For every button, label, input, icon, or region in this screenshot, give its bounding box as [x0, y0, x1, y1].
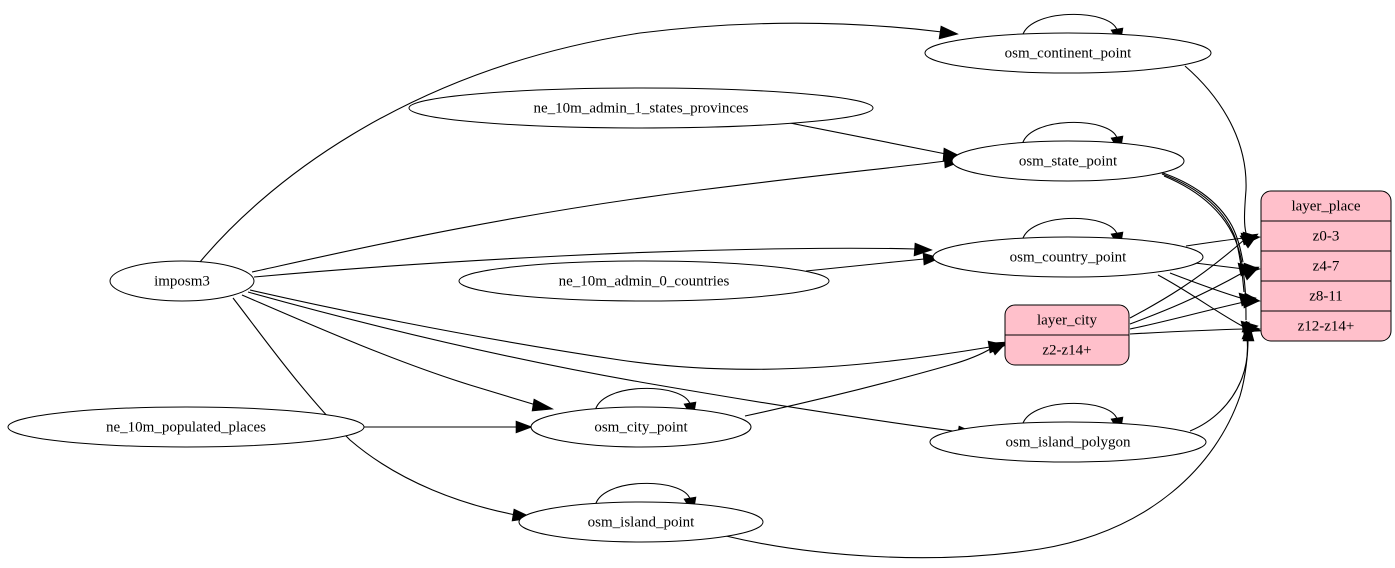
node-label-osm-city-point: osm_city_point: [594, 419, 688, 435]
edge-ne-admin0-to-osm-country-point: [805, 252, 941, 272]
edge-layer-city-to-layer-place-z4-7: [1129, 266, 1260, 325]
layer-place-row-z12-z14[interactable]: z12-z14+: [1298, 318, 1355, 334]
edge-ne-populated-places-to-osm-city-point: [364, 420, 533, 434]
node-imposm3[interactable]: imposm3: [109, 260, 255, 302]
layer-place-row-z0-3[interactable]: z0-3: [1313, 228, 1340, 244]
edge-imposm3-to-osm-city-point: [241, 294, 555, 412]
edge-imposm3-to-osm-continent-point: [199, 22, 959, 263]
node-layer: imposm3 ne_10m_admin_1_states_provinces …: [7, 32, 1212, 543]
node-ne-10m-populated-places[interactable]: ne_10m_populated_places: [7, 406, 365, 448]
edge-osm-island-point-to-layer-place-z12-z14: [725, 321, 1255, 559]
edge-imposm3-to-osm-state-point: [251, 154, 963, 273]
edge-imposm3-to-layer-city: [249, 289, 1007, 370]
edge-osm-island-polygon-to-layer-place-z12-z14: [1189, 321, 1254, 432]
node-osm-state-point[interactable]: osm_state_point: [951, 140, 1185, 182]
layer-city-header: layer_city: [1037, 312, 1097, 328]
edge-osm-state-point-to-layer-place-z8-11: [1161, 173, 1257, 307]
layer-place-row-z8-11[interactable]: z8-11: [1309, 288, 1343, 304]
node-osm-island-polygon[interactable]: osm_island_polygon: [929, 421, 1207, 463]
node-label-osm-island-polygon: osm_island_polygon: [1005, 434, 1131, 450]
node-osm-island-point[interactable]: osm_island_point: [518, 501, 764, 543]
node-osm-country-point[interactable]: osm_country_point: [932, 236, 1204, 278]
layer-place-row-z4-7[interactable]: z4-7: [1313, 258, 1340, 274]
edge-osm-city-point-to-layer-city: [744, 341, 1008, 417]
node-label-ne-populated-places: ne_10m_populated_places: [106, 419, 266, 435]
edge-ne-admin1-to-osm-state-point: [789, 122, 963, 162]
node-osm-continent-point[interactable]: osm_continent_point: [924, 32, 1212, 74]
node-ne-10m-admin-0-countries[interactable]: ne_10m_admin_0_countries: [458, 260, 830, 302]
node-label-osm-state-point: osm_state_point: [1019, 153, 1118, 169]
node-label-osm-continent-point: osm_continent_point: [1005, 45, 1132, 61]
edge-osm-continent-point-to-layer-place-z0-3: [1184, 65, 1259, 246]
layer-node-layer-city[interactable]: layer_city z2-z14+: [1004, 304, 1130, 366]
node-ne-10m-admin-1-states-provinces[interactable]: ne_10m_admin_1_states_provinces: [408, 87, 874, 129]
node-label-osm-country-point: osm_country_point: [1010, 249, 1127, 265]
layer-node-layer-place[interactable]: layer_place z0-3 z4-7 z8-11 z12-z14+: [1260, 190, 1392, 342]
edge-layer-city-to-layer-place-z0-3: [1129, 233, 1259, 319]
edge-layer-city-to-layer-place-z8-11: [1129, 295, 1260, 330]
node-label-ne-admin1: ne_10m_admin_1_states_provinces: [534, 100, 749, 116]
layer-place-header: layer_place: [1291, 198, 1360, 214]
node-label-ne-admin0: ne_10m_admin_0_countries: [559, 273, 730, 289]
node-label-osm-island-point: osm_island_point: [588, 514, 696, 530]
node-osm-city-point[interactable]: osm_city_point: [530, 406, 752, 448]
layer-city-row-z2-z14[interactable]: z2-z14+: [1042, 342, 1091, 358]
node-label-imposm3: imposm3: [154, 273, 210, 289]
